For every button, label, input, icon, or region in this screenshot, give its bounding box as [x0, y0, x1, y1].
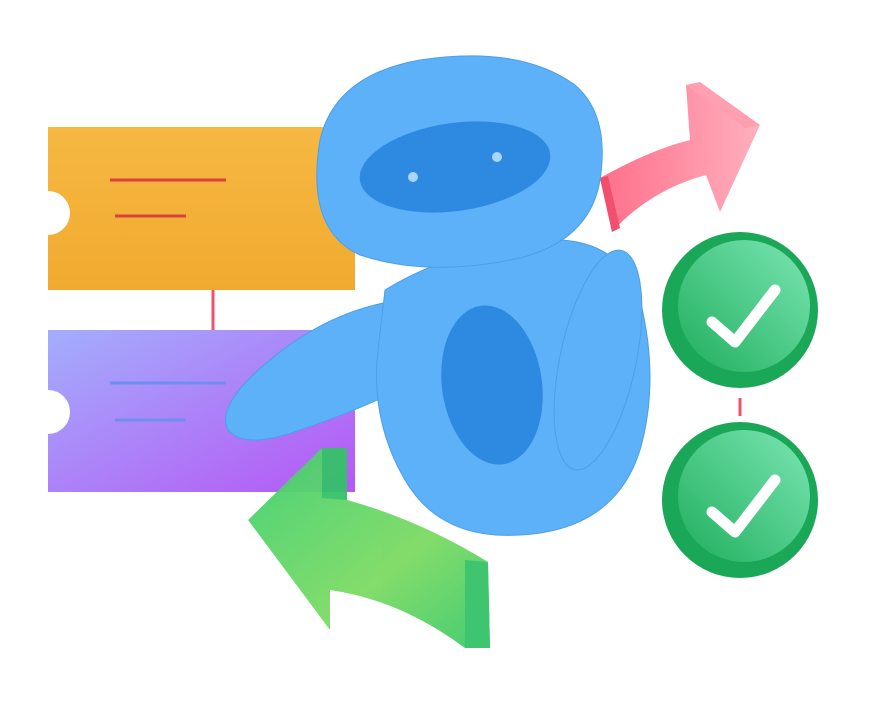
robot-eye-right [492, 152, 502, 162]
arrow-right-icon [600, 82, 760, 232]
robot-eye-left [408, 172, 418, 182]
check-circle-icon [662, 232, 818, 388]
robot-visor [359, 121, 551, 213]
ticket-icon [48, 127, 355, 290]
check-circle-icon [662, 422, 818, 578]
robot-icon [225, 55, 651, 536]
arrow-left-icon [248, 448, 490, 648]
